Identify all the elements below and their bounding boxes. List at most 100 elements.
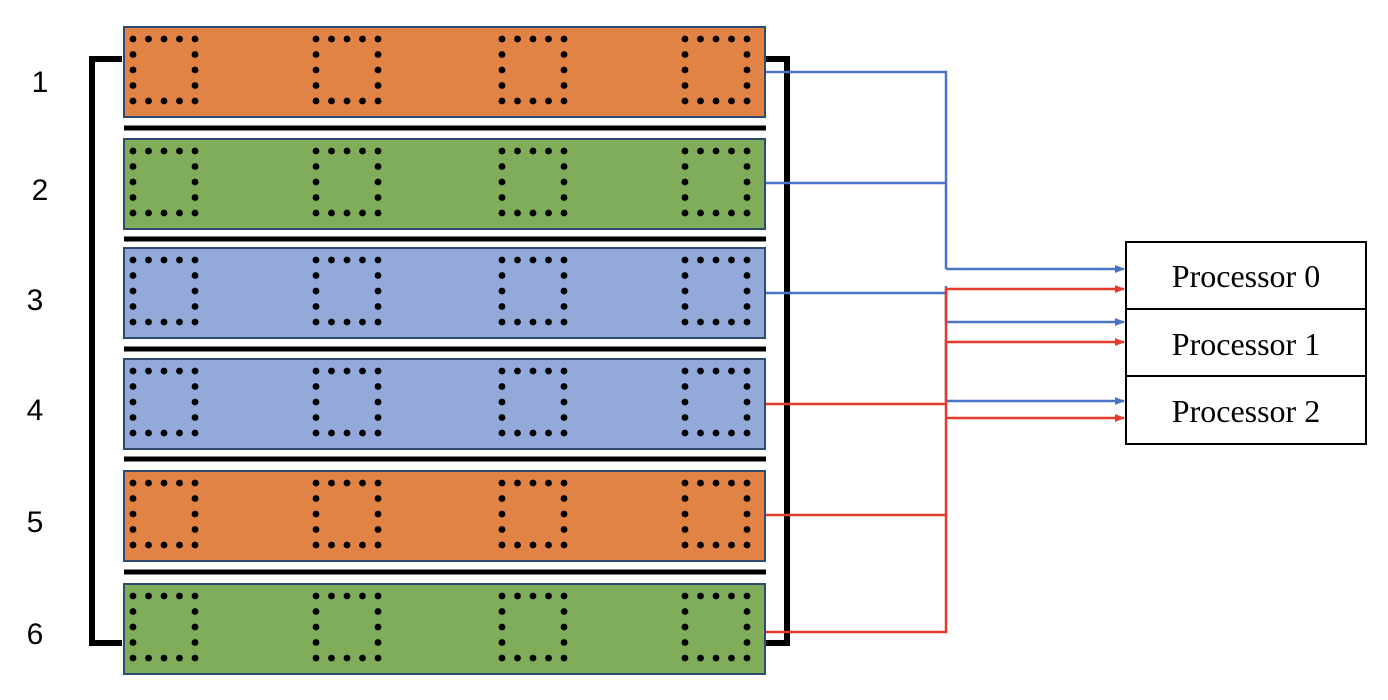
- dot: [681, 541, 689, 549]
- dot: [359, 318, 366, 326]
- dot: [529, 35, 537, 43]
- dot: [374, 51, 382, 58]
- dot: [712, 97, 720, 105]
- dot: [560, 209, 568, 217]
- dot: [743, 479, 751, 487]
- dot: [160, 592, 168, 600]
- dot: [374, 414, 382, 421]
- dot: [191, 526, 199, 533]
- dot: [176, 35, 183, 43]
- dot: [529, 97, 537, 105]
- dot: [312, 479, 320, 487]
- dot: [743, 209, 751, 217]
- row-number: 1: [32, 66, 49, 99]
- row-band: [123, 138, 766, 230]
- dot: [498, 272, 506, 279]
- dot: [374, 303, 382, 310]
- dot: [743, 256, 751, 264]
- dot: [560, 623, 568, 631]
- dot: [560, 194, 568, 201]
- dot: [129, 35, 137, 43]
- dot: [728, 367, 735, 375]
- dot: [560, 479, 568, 487]
- dot: [743, 414, 751, 421]
- dot: [529, 592, 537, 600]
- dot: [191, 510, 199, 518]
- dot: [359, 256, 366, 264]
- dot: [374, 592, 382, 600]
- blue-wires: [766, 70, 1125, 405]
- dot: [312, 318, 320, 326]
- dot: [743, 367, 751, 375]
- dot: [312, 639, 320, 646]
- dot: [176, 367, 183, 375]
- dot: [359, 654, 366, 662]
- dot: [514, 592, 521, 600]
- dot: [312, 66, 320, 74]
- dot: [374, 97, 382, 105]
- dot: [560, 495, 568, 502]
- dot: [498, 35, 506, 43]
- arrow-blue-processor-1: [944, 286, 1125, 326]
- processor-0-box: [1125, 241, 1367, 310]
- dot: [514, 209, 521, 217]
- dot: [681, 256, 689, 264]
- dot: [728, 209, 735, 217]
- dot: [191, 163, 199, 170]
- dot: [374, 639, 382, 646]
- dot: [743, 398, 751, 406]
- dot: [529, 318, 537, 326]
- dot: [145, 654, 152, 662]
- dot: [374, 35, 382, 43]
- dot: [191, 178, 199, 186]
- dot: [129, 209, 137, 217]
- dot: [145, 35, 152, 43]
- dot: [312, 287, 320, 295]
- dot: [545, 429, 552, 437]
- row-separators: [124, 125, 766, 575]
- dot: [343, 541, 351, 549]
- dot: [514, 256, 521, 264]
- dot: [328, 256, 335, 264]
- dot: [498, 256, 506, 264]
- dot: [312, 510, 320, 518]
- dot: [129, 97, 137, 105]
- dot: [545, 97, 552, 105]
- wire-row-1: [766, 70, 948, 269]
- dot: [498, 367, 506, 375]
- dot: [712, 479, 720, 487]
- dot-squares: [129, 592, 751, 662]
- dot: [312, 429, 320, 437]
- dot: [681, 178, 689, 186]
- dot: [728, 479, 735, 487]
- dot: [545, 147, 552, 155]
- dot: [191, 82, 199, 89]
- dot: [498, 623, 506, 631]
- dot: [191, 318, 199, 326]
- dot: [728, 541, 735, 549]
- dot: [343, 147, 351, 155]
- dot: [560, 256, 568, 264]
- row-band: [123, 358, 766, 450]
- dot: [374, 383, 382, 390]
- dot: [129, 414, 137, 421]
- processor-0-label: Processor 0: [1172, 258, 1320, 294]
- dot: [560, 35, 568, 43]
- dot: [529, 654, 537, 662]
- dot: [728, 35, 735, 43]
- dot: [312, 97, 320, 105]
- dot: [681, 51, 689, 58]
- dot: [343, 318, 351, 326]
- dot-squares: [129, 479, 751, 549]
- row-number: 4: [27, 394, 44, 427]
- dot: [191, 209, 199, 217]
- dot: [697, 541, 704, 549]
- dot: [129, 510, 137, 518]
- dot: [545, 209, 552, 217]
- dot: [681, 429, 689, 437]
- dot: [312, 398, 320, 406]
- dot: [374, 495, 382, 502]
- dot: [176, 654, 183, 662]
- dot: [374, 526, 382, 533]
- dot: [312, 526, 320, 533]
